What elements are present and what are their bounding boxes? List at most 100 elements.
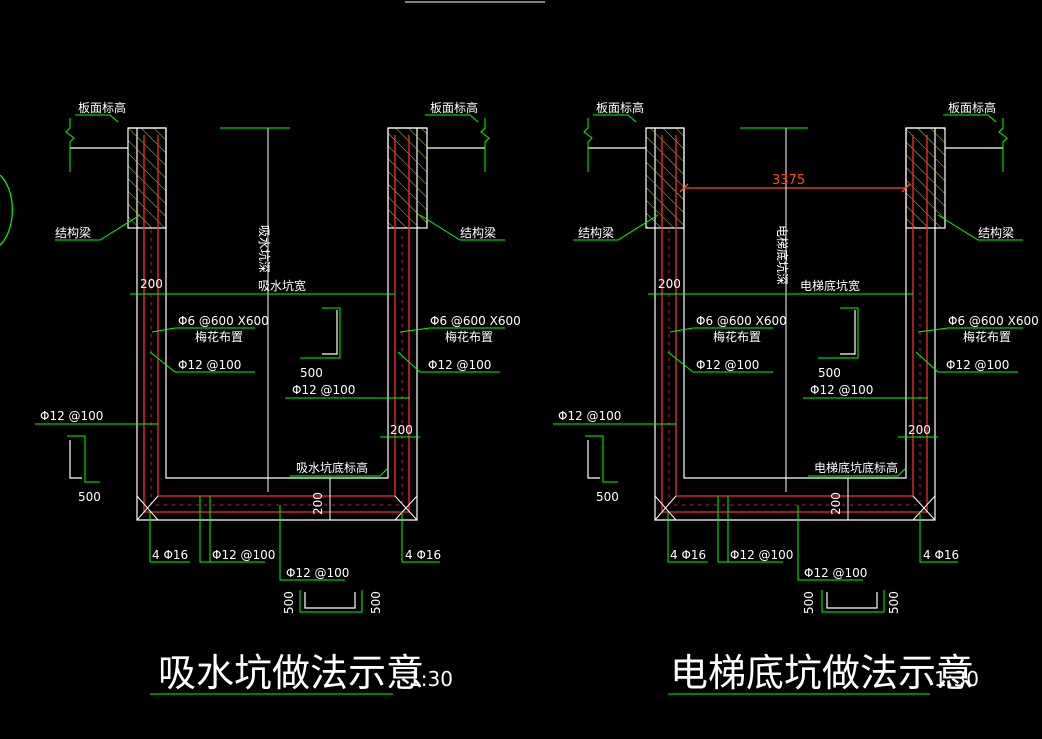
right-title: 电梯底坑做法示意: [670, 651, 974, 695]
right-floor-thk: 200: [829, 492, 843, 515]
right-center-bar: Φ12 @100: [810, 383, 873, 397]
left-leader-beam-right: [419, 214, 505, 241]
left-leader-slab-right: [425, 114, 479, 123]
right-leader-beam-right: [937, 214, 1023, 241]
left-outer-bar: Φ12 @100: [40, 409, 103, 423]
left-slab-elev-right: 板面标高: [430, 100, 478, 115]
left-leader-corner-right: [401, 512, 440, 563]
left-bottom-bar1: Φ12 @100: [212, 548, 275, 562]
right-inner-bar-left: Φ12 @100: [696, 358, 759, 372]
right-hook-left-len: 500: [596, 490, 619, 504]
detail-suction-pit: 板面标高 板面标高 结构梁 结构梁 吸水坑深 吸水坑宽 200 200 200 …: [35, 100, 521, 695]
right-leader-bottom1: [717, 496, 783, 563]
detail-elevator-pit: 板面标高 板面标高 结构梁 结构梁 3375 电梯底坑深 电梯底坑宽 200 2…: [553, 100, 1039, 695]
left-leader-slab-left: [75, 114, 119, 123]
right-bottom-elev: 电梯底坑底标高: [814, 460, 898, 475]
partial-circle-mark: [0, 174, 13, 246]
left-slab-elev-left: 板面标高: [78, 100, 126, 115]
right-leader-corner-left: [667, 512, 708, 563]
left-hook-outer-frame: [67, 435, 100, 483]
right-leader-tie-right: [917, 327, 1023, 333]
right-leader-inner-left: [667, 351, 773, 373]
right-span-dim: 3375: [772, 173, 805, 188]
left-bottom-hook: [304, 592, 356, 609]
left-depth-label: 吸水坑深: [257, 225, 272, 273]
right-wall-thk-right: 200: [908, 423, 931, 437]
left-hook-center-frame: [300, 307, 341, 359]
right-leader-bottom2: [797, 505, 863, 581]
right-break-mark-left: [583, 118, 593, 172]
left-rebar-corner-d: [394, 495, 418, 521]
right-bottom-bar2: Φ12 @100: [804, 566, 867, 580]
left-hook-center: [322, 310, 338, 355]
left-leader-tie-right: [399, 327, 505, 333]
left-corner-left: 4 Φ16: [152, 548, 188, 562]
right-leader-inner-right: [915, 351, 1018, 373]
right-leader-slab-left: [593, 114, 637, 123]
left-tie-left-note: 梅花布置: [195, 329, 243, 344]
left-break-mark-right: [480, 118, 490, 172]
left-rebar-outer: [143, 135, 410, 513]
left-pit-inner-outline: [165, 128, 389, 479]
left-leader-bottom2: [279, 505, 345, 581]
left-rebar-inner: [157, 135, 396, 497]
left-leader-corner-left: [149, 512, 190, 563]
left-beam-hatch-left: [127, 127, 167, 229]
right-rebar-corner-d: [912, 495, 936, 521]
right-tie-right-note: 梅花布置: [963, 329, 1011, 344]
left-beam-right: 结构梁: [460, 225, 496, 240]
right-leader-bottom-elev: [808, 467, 907, 477]
left-bottom-hook-right: 500: [369, 591, 383, 614]
left-beam-hatch-right: [387, 127, 428, 229]
right-beam-right: 结构梁: [978, 225, 1014, 240]
left-bottom-hook-left: 500: [282, 591, 296, 614]
right-leader-beam-left: [573, 214, 659, 241]
right-bottom-hook-left: 500: [802, 591, 816, 614]
right-leader-tie-left: [669, 327, 773, 333]
right-hook-center-frame: [818, 307, 859, 359]
left-break-mark-left: [65, 118, 75, 172]
left-hook-left-len: 500: [78, 490, 101, 504]
right-outer-bar: Φ12 @100: [558, 409, 621, 423]
left-leader-beam-left: [55, 214, 141, 241]
left-beam-left: 结构梁: [55, 225, 91, 240]
right-rebar-outer: [661, 135, 928, 513]
right-rebar-mid: [668, 230, 921, 506]
right-pit-inner-outline: [683, 128, 907, 479]
left-leader-tie-left: [151, 327, 255, 333]
left-pit-outer-outline: [136, 128, 418, 521]
right-bottom-hook-right: 500: [887, 591, 901, 614]
right-tie-right: Φ6 @600 X600: [948, 314, 1039, 328]
left-wall-thk-left: 200: [140, 277, 163, 291]
left-rebar-corner-b: [136, 495, 159, 521]
right-width-label: 电梯底坑宽: [800, 278, 860, 293]
right-break-mark-right: [998, 118, 1008, 172]
left-leader-inner-left: [149, 351, 255, 373]
left-wall-thk-right: 200: [390, 423, 413, 437]
left-bottom-elev: 吸水坑底标高: [296, 460, 368, 475]
right-wall-thk-left: 200: [658, 277, 681, 291]
left-width-label: 吸水坑宽: [258, 278, 306, 293]
right-inner-bar-right: Φ12 @100: [946, 358, 1009, 372]
right-beam-left: 结构梁: [578, 225, 614, 240]
right-corner-left: 4 Φ16: [670, 548, 706, 562]
right-span-tick-right: [901, 183, 911, 193]
left-hook-center-len: 500: [300, 366, 323, 380]
right-hook-outer: [587, 440, 600, 479]
right-rebar-corner-b: [654, 495, 677, 521]
left-leader-bottom1: [199, 496, 265, 563]
right-pit-outer-outline: [654, 128, 936, 521]
left-floor-thk: 200: [311, 492, 325, 515]
left-leader-bottom-elev: [290, 467, 389, 477]
right-tie-left-note: 梅花布置: [713, 329, 761, 344]
right-beam-hatch-left: [645, 127, 685, 229]
left-tie-right: Φ6 @600 X600: [430, 314, 521, 328]
left-leader-inner-right: [397, 351, 500, 373]
left-bottom-hook-frame: [299, 590, 363, 613]
left-corner-right: 4 Φ16: [405, 548, 441, 562]
left-inner-bar-left: Φ12 @100: [178, 358, 241, 372]
right-depth-label: 电梯底坑深: [775, 225, 790, 285]
right-bottom-bar1: Φ12 @100: [730, 548, 793, 562]
right-span-tick-left: [679, 183, 689, 193]
